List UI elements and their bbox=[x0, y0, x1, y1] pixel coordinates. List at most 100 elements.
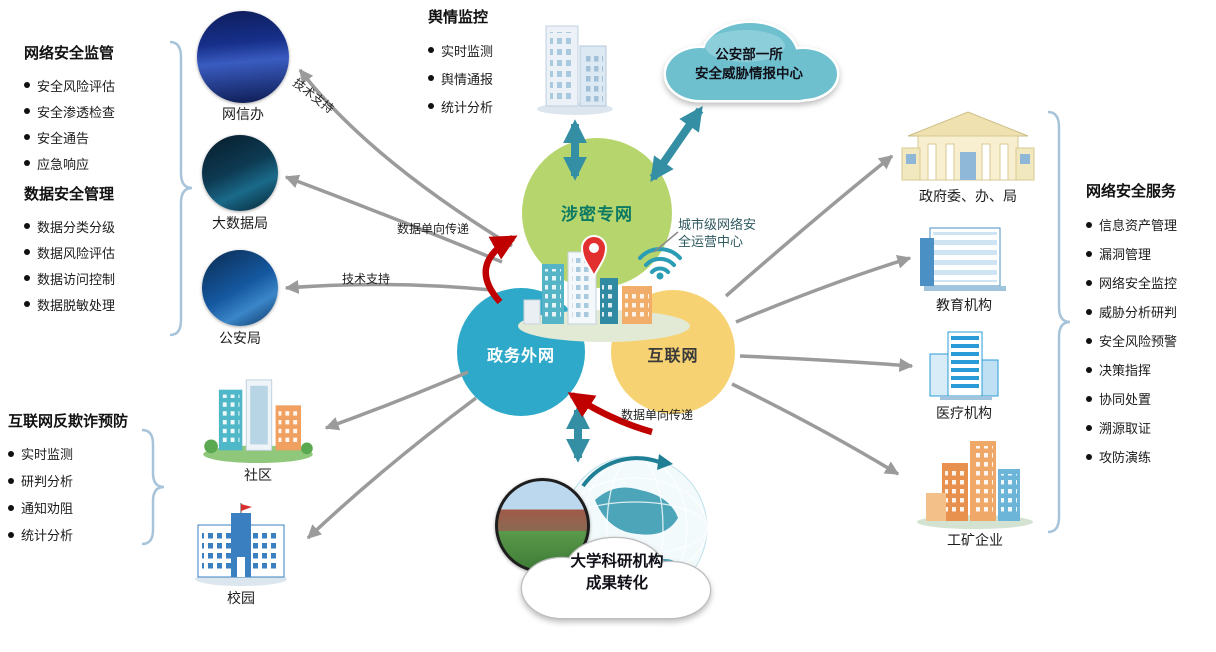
medical-building-icon bbox=[918, 328, 1010, 402]
list-item: 统计分析 bbox=[428, 92, 538, 120]
public-security-bureau-photo bbox=[202, 250, 278, 326]
government-label: 政府委、办、局 bbox=[919, 188, 1017, 204]
list-item-label: 统计分析 bbox=[441, 99, 494, 115]
bullet-icon bbox=[1086, 453, 1092, 460]
operations-center-callout: 城市级网络安 全运营中心 bbox=[678, 216, 756, 250]
bullet-icon bbox=[24, 160, 30, 166]
edge-label-one-way-bottom: 数据单向传递 bbox=[621, 408, 694, 422]
list-item: 安全渗透检查 bbox=[24, 98, 179, 124]
list-item-label: 数据访问控制 bbox=[37, 271, 116, 287]
list-item-label: 网络安全监控 bbox=[1099, 276, 1178, 291]
list-item: 统计分析 bbox=[8, 521, 158, 548]
campus-label: 校园 bbox=[227, 590, 255, 606]
list-item-label: 安全风险评估 bbox=[37, 78, 116, 94]
community-icon bbox=[198, 376, 318, 464]
university-line1: 大学科研机构 bbox=[570, 553, 664, 570]
services-list: 信息资产管理漏洞管理网络安全监控威胁分析研判安全风险预警决策指挥协同处置溯源取证… bbox=[1086, 210, 1214, 471]
list-item-label: 统计分析 bbox=[21, 528, 74, 543]
callout-line1: 城市级网络安 bbox=[678, 217, 757, 232]
list-item-label: 舆情通报 bbox=[441, 71, 494, 87]
bullet-icon bbox=[1086, 250, 1092, 257]
cloud-line2: 安全威胁情报中心 bbox=[695, 66, 803, 81]
bullet-icon bbox=[428, 47, 434, 53]
education-building-icon bbox=[916, 220, 1012, 292]
bullet-icon bbox=[1086, 337, 1092, 344]
threat-intel-cloud bbox=[655, 12, 845, 112]
panel-network-security-services: 网络安全服务 信息资产管理漏洞管理网络安全监控威胁分析研判安全风险预警决策指挥协… bbox=[1086, 180, 1214, 471]
bullet-icon bbox=[24, 223, 30, 229]
list-item-label: 漏洞管理 bbox=[1099, 247, 1152, 262]
bullet-icon bbox=[1086, 221, 1092, 228]
university-line2: 成果转化 bbox=[585, 575, 648, 592]
list-item: 通知劝阻 bbox=[8, 494, 158, 521]
supervision-list: 安全风险评估安全渗透检查安全通告应急响应 bbox=[24, 72, 179, 176]
bullet-icon bbox=[8, 504, 14, 511]
education-label: 教育机构 bbox=[936, 297, 992, 313]
list-item-label: 通知劝阻 bbox=[21, 501, 74, 516]
bullet-icon bbox=[428, 75, 434, 81]
list-item-label: 协同处置 bbox=[1099, 392, 1152, 407]
list-item: 安全风险评估 bbox=[24, 72, 179, 98]
list-item: 安全风险预警 bbox=[1086, 326, 1214, 355]
bullet-icon bbox=[1086, 424, 1092, 431]
bullet-icon bbox=[24, 134, 30, 140]
city-operations-center-icon bbox=[512, 222, 697, 344]
list-item-label: 安全渗透检查 bbox=[37, 104, 116, 120]
big-data-bureau-label: 大数据局 bbox=[212, 215, 268, 231]
callout-line2: 全运营中心 bbox=[678, 234, 744, 249]
bullet-icon bbox=[24, 82, 30, 88]
threat-intel-cloud-label: 公安部一所 安全威胁情报中心 bbox=[660, 45, 838, 83]
panel-opinion-monitoring: 舆情监控 实时监测舆情通报统计分析 bbox=[428, 6, 538, 120]
list-item-label: 信息资产管理 bbox=[1099, 218, 1178, 233]
edge-label-tech-support-1: 技术支持 bbox=[290, 75, 337, 117]
list-item-label: 威胁分析研判 bbox=[1099, 305, 1178, 320]
list-item: 协同处置 bbox=[1086, 384, 1214, 413]
medical-label: 医疗机构 bbox=[936, 405, 992, 421]
list-item-label: 数据分类分级 bbox=[37, 219, 116, 235]
list-item: 数据风险评估 bbox=[24, 239, 179, 265]
section-title: 互联网反欺诈预防 bbox=[8, 413, 129, 430]
list-item: 实时监测 bbox=[428, 36, 538, 64]
anti-fraud-list: 实时监测研判分析通知劝阻统计分析 bbox=[8, 440, 158, 548]
list-item: 攻防演练 bbox=[1086, 442, 1214, 471]
section-title: 网络安全监管 bbox=[24, 45, 115, 62]
data-security-list: 数据分类分级数据风险评估数据访问控制数据脱敏处理 bbox=[24, 213, 179, 317]
right-brace bbox=[1047, 110, 1071, 534]
big-data-bureau-photo bbox=[202, 135, 278, 211]
bullet-icon bbox=[1086, 366, 1092, 373]
public-security-bureau-label: 公安局 bbox=[219, 330, 261, 346]
cyberspace-office-label: 网信办 bbox=[222, 106, 264, 122]
bullet-icon bbox=[1086, 279, 1092, 286]
list-item-label: 实时监测 bbox=[441, 43, 494, 59]
internet-label: 互联网 bbox=[647, 348, 699, 365]
bullet-icon bbox=[8, 450, 14, 457]
gov-external-network-label: 政务外网 bbox=[486, 348, 555, 365]
list-item-label: 安全风险预警 bbox=[1099, 334, 1178, 349]
bullet-icon bbox=[8, 477, 14, 484]
bullet-icon bbox=[8, 531, 14, 538]
list-item: 溯源取证 bbox=[1086, 413, 1214, 442]
bullet-icon bbox=[24, 108, 30, 114]
university-cloud-label: 大学科研机构 成果转化 bbox=[518, 551, 716, 595]
cyberspace-office-photo bbox=[197, 11, 289, 103]
government-building-icon bbox=[898, 106, 1038, 186]
industry-label: 工矿企业 bbox=[947, 532, 1003, 548]
list-item: 信息资产管理 bbox=[1086, 210, 1214, 239]
panel-network-security-supervision: 网络安全监管 安全风险评估安全渗透检查安全通告应急响应 数据安全管理 数据分类分… bbox=[24, 42, 179, 317]
list-item-label: 研判分析 bbox=[21, 474, 74, 489]
bullet-icon bbox=[24, 301, 30, 307]
list-item: 实时监测 bbox=[8, 440, 158, 467]
edge-label-one-way-left: 数据单向传递 bbox=[397, 222, 470, 236]
list-item-label: 决策指挥 bbox=[1099, 363, 1152, 378]
university-cloud bbox=[510, 528, 720, 628]
list-item-label: 数据脱敏处理 bbox=[37, 297, 116, 313]
list-item-label: 安全通告 bbox=[37, 130, 90, 146]
section-title: 数据安全管理 bbox=[24, 186, 115, 203]
list-item: 决策指挥 bbox=[1086, 355, 1214, 384]
bullet-icon bbox=[1086, 308, 1092, 315]
list-item-label: 实时监测 bbox=[21, 447, 74, 462]
bullet-icon bbox=[1086, 395, 1092, 402]
section-title: 网络安全服务 bbox=[1086, 183, 1177, 200]
opinion-buildings-icon bbox=[530, 16, 620, 116]
